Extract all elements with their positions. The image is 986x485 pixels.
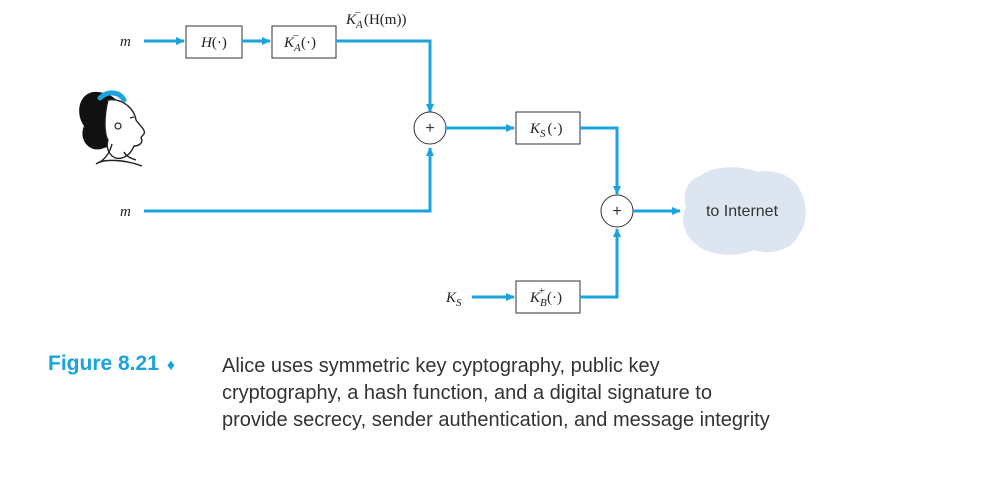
figure-number: Figure 8.21 ♦ bbox=[48, 352, 175, 376]
ks-box bbox=[515, 111, 581, 145]
ka-minus-box-label: KA−(·) bbox=[283, 30, 316, 54]
figure-label: Figure 8.21 bbox=[48, 352, 159, 375]
input-m-top: m bbox=[120, 34, 131, 50]
caption-text: Alice uses symmetric key cyptography, pu… bbox=[222, 353, 922, 434]
input-m-bottom: m bbox=[120, 204, 131, 220]
caption-line-3: provide secrecy, sender authentication, … bbox=[222, 409, 770, 431]
caption-line-1: Alice uses symmetric key cyptography, pu… bbox=[222, 355, 660, 377]
arrow-ks-to-plus2 bbox=[580, 126, 621, 195]
signature-label: KA−(H(m)) bbox=[345, 7, 406, 31]
alice-security-diagram: m H(·) KA−(·) KA−(H(m)) m + KS(·) + to I… bbox=[79, 7, 806, 314]
kb-plus-box-label: KB+(·) bbox=[529, 285, 562, 309]
arrow-kb-to-plus2 bbox=[580, 228, 621, 299]
combiner-plus-2-symbol: + bbox=[612, 203, 621, 220]
arrow-m-to-plus1 bbox=[144, 147, 434, 213]
caption-bullet: ♦ bbox=[166, 357, 176, 374]
arrow-signature-to-plus1 bbox=[336, 39, 434, 113]
internet-cloud bbox=[683, 167, 806, 255]
internet-label: to Internet bbox=[706, 203, 779, 220]
alice-person-icon bbox=[79, 90, 146, 167]
caption-line-2: cryptography, a hash function, and a dig… bbox=[222, 382, 712, 404]
ks-box-label: KS(·) bbox=[529, 121, 563, 140]
kb-plus-box bbox=[515, 280, 581, 314]
hash-box bbox=[185, 25, 243, 59]
combiner-plus-1-symbol: + bbox=[425, 120, 434, 137]
hash-box-label: H(·) bbox=[200, 35, 227, 51]
input-ks: KS bbox=[445, 290, 462, 309]
